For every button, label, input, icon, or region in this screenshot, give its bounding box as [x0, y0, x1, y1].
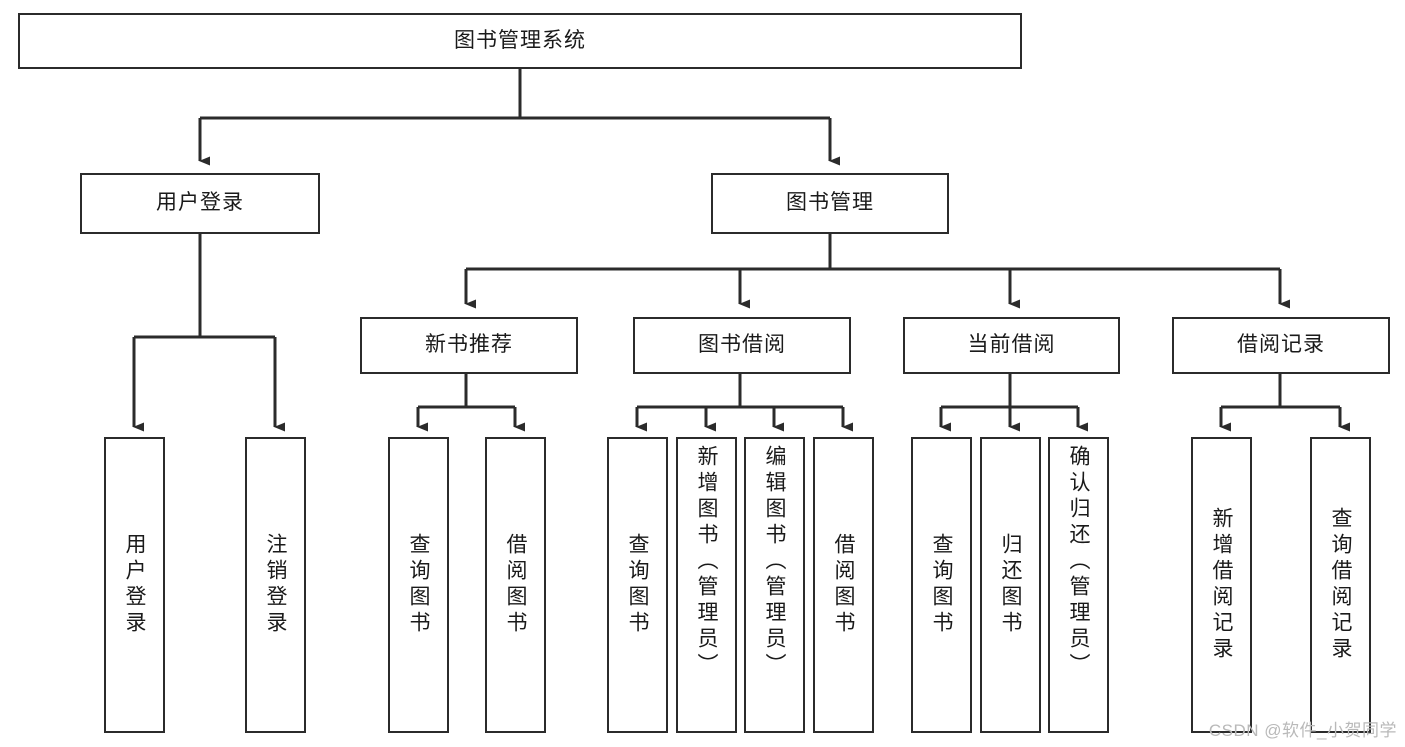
node-leaf-logout[interactable]: 注销登录: [245, 437, 306, 733]
node-label: 新增图书（管理员）: [695, 445, 718, 679]
node-leaf-return-book[interactable]: 归还图书: [980, 437, 1041, 733]
node-book-borrow[interactable]: 图书借阅: [633, 317, 851, 374]
node-leaf-query-book-borrow[interactable]: 查询图书: [607, 437, 668, 733]
node-leaf-user-login[interactable]: 用户登录: [104, 437, 165, 733]
node-label: 借阅图书: [504, 533, 527, 637]
node-label: 编辑图书（管理员）: [763, 445, 786, 679]
node-leaf-add-book-admin[interactable]: 新增图书（管理员）: [676, 437, 737, 733]
node-label: 图书借阅: [698, 333, 786, 357]
watermark-text: CSDN @软件_小贺同学: [1208, 721, 1397, 740]
node-leaf-edit-book-admin[interactable]: 编辑图书（管理员）: [744, 437, 805, 733]
node-leaf-query-book-current[interactable]: 查询图书: [911, 437, 972, 733]
node-label: 当前借阅: [967, 333, 1056, 357]
node-label: 归还图书: [999, 533, 1022, 637]
node-label: 查询图书: [626, 533, 649, 637]
node-book-management[interactable]: 图书管理: [711, 173, 949, 234]
node-label: 借阅记录: [1237, 333, 1325, 357]
node-label: 注销登录: [264, 533, 287, 637]
node-borrow-record[interactable]: 借阅记录: [1172, 317, 1390, 374]
node-label: 图书管理: [786, 191, 874, 215]
node-label: 查询图书: [930, 533, 953, 637]
node-label: 用户登录: [156, 191, 244, 215]
node-root-book-system[interactable]: 图书管理系统: [18, 13, 1022, 69]
node-label: 借阅图书: [832, 533, 855, 637]
node-leaf-query-book-recommend[interactable]: 查询图书: [388, 437, 449, 733]
node-label: 查询借阅记录: [1329, 507, 1352, 663]
node-label: 图书管理系统: [454, 28, 586, 52]
node-current-borrow[interactable]: 当前借阅: [903, 317, 1120, 374]
node-label: 用户登录: [123, 533, 146, 637]
node-label: 确认归还（管理员）: [1067, 445, 1090, 679]
node-leaf-borrow-book[interactable]: 借阅图书: [813, 437, 874, 733]
node-leaf-borrow-book-recommend[interactable]: 借阅图书: [485, 437, 546, 733]
node-leaf-confirm-return-admin[interactable]: 确认归还（管理员）: [1048, 437, 1109, 733]
node-leaf-add-borrow-record[interactable]: 新增借阅记录: [1191, 437, 1252, 733]
node-leaf-query-borrow-record[interactable]: 查询借阅记录: [1310, 437, 1371, 733]
node-new-book-recommend[interactable]: 新书推荐: [360, 317, 578, 374]
node-label: 新增借阅记录: [1210, 507, 1233, 663]
node-label: 查询图书: [407, 533, 430, 637]
node-label: 新书推荐: [425, 333, 513, 357]
node-user-login[interactable]: 用户登录: [80, 173, 320, 234]
